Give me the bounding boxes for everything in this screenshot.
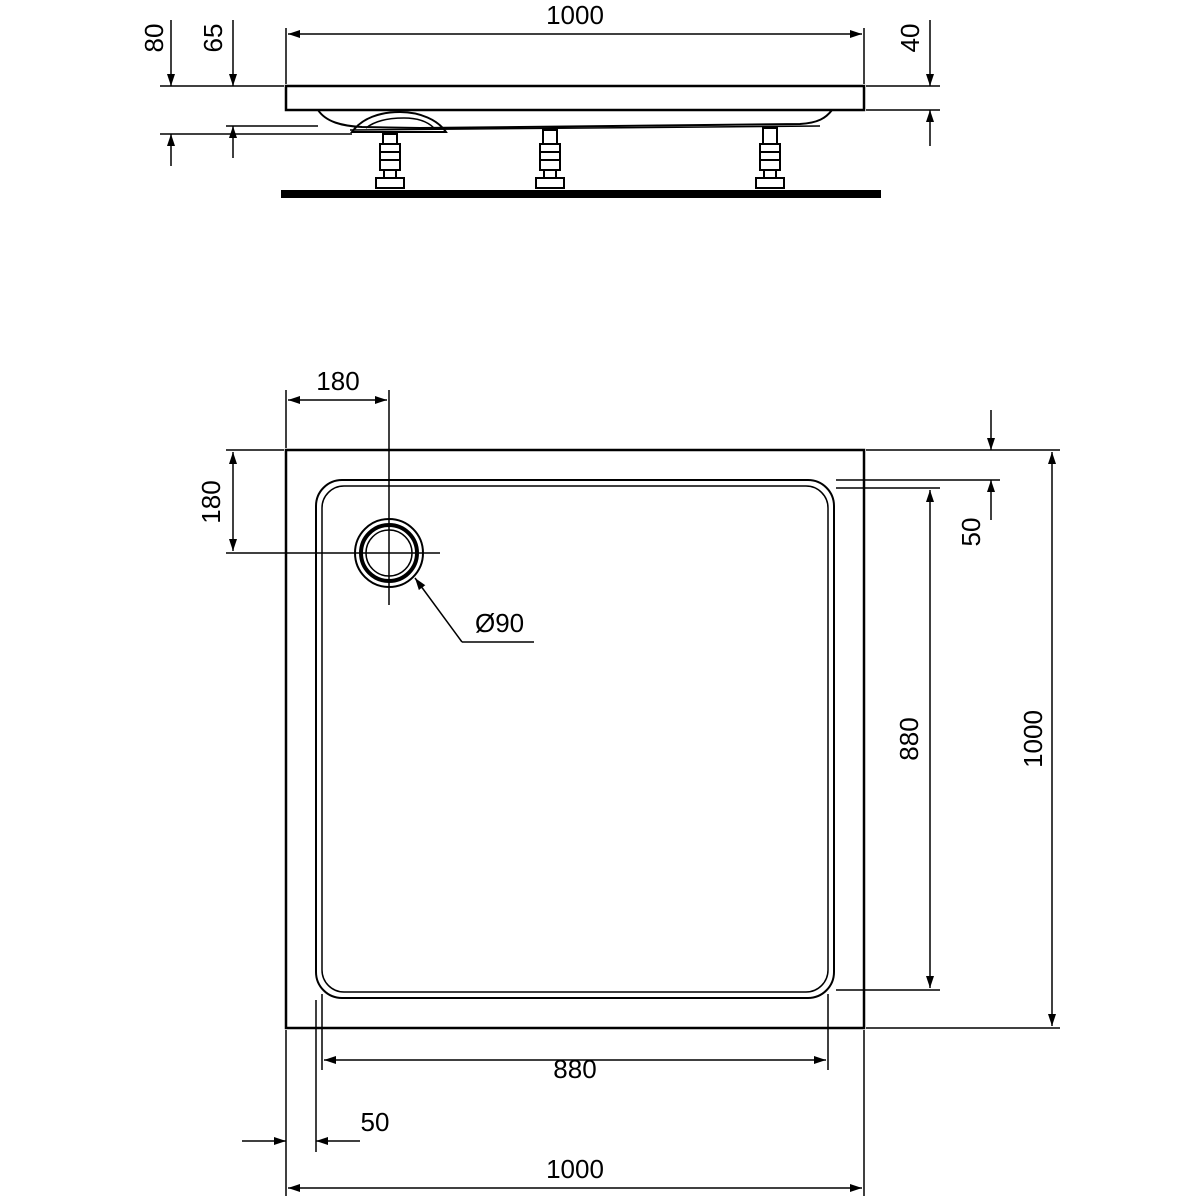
support-leg-right [755, 127, 785, 189]
tray-underside [317, 109, 833, 130]
label-drain-diameter: Ø90 [475, 608, 524, 638]
label-inner-width: 880 [553, 1054, 596, 1084]
support-leg-middle [535, 129, 565, 189]
tray-side-profile [284, 84, 866, 112]
support-leg-left [375, 133, 405, 189]
label-side-overall-height: 80 [139, 24, 169, 53]
basin-outline-outer [315, 479, 835, 999]
side-view [160, 20, 940, 198]
label-side-rim-height: 40 [895, 24, 925, 53]
leader-drain-diameter [414, 577, 463, 643]
label-drain-offset-y: 180 [196, 480, 226, 523]
label-inner-depth: 880 [894, 717, 924, 760]
floor-line [281, 190, 881, 198]
label-tray-depth: 1000 [1018, 710, 1048, 768]
label-side-drain-height: 65 [198, 24, 228, 53]
waste-trap [350, 110, 448, 133]
tray-outline [284, 448, 866, 1030]
label-rim-right: 50 [956, 518, 986, 547]
plan-view [226, 390, 1060, 1196]
label-side-length: 1000 [546, 0, 604, 30]
basin-outline-inner [321, 485, 829, 993]
label-drain-offset-x: 180 [316, 366, 359, 396]
label-tray-width: 1000 [546, 1154, 604, 1184]
label-rim-left: 50 [361, 1107, 390, 1137]
